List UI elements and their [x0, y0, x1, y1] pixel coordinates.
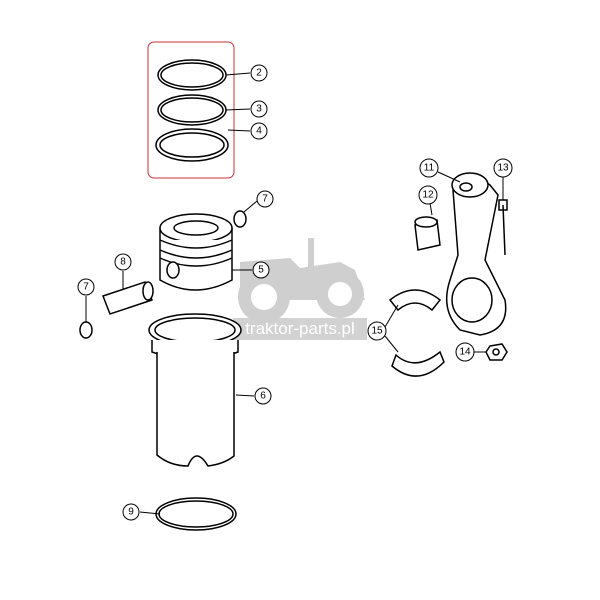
svg-text:14: 14: [459, 347, 471, 358]
svg-text:2: 2: [256, 68, 262, 79]
svg-text:13: 13: [497, 163, 509, 174]
callout-6[interactable]: 6: [254, 387, 272, 405]
callout-12[interactable]: 12: [418, 185, 438, 205]
svg-text:11: 11: [424, 163, 435, 174]
svg-text:3: 3: [256, 104, 262, 115]
o-ring[interactable]: [155, 497, 237, 531]
callout-11[interactable]: 11: [419, 158, 439, 178]
rod-bolt[interactable]: [498, 199, 508, 256]
callout-8[interactable]: 8: [114, 253, 132, 271]
callout-13[interactable]: 13: [493, 158, 513, 178]
svg-text:9: 9: [128, 507, 134, 518]
small-end-bushing[interactable]: [414, 216, 441, 251]
svg-text:6: 6: [260, 391, 266, 402]
svg-text:15: 15: [371, 326, 383, 337]
callout-3[interactable]: 3: [250, 100, 268, 118]
svg-text:7: 7: [262, 194, 268, 205]
svg-text:8: 8: [120, 257, 126, 268]
connecting-rod[interactable]: [445, 172, 507, 336]
piston-ring-3[interactable]: [157, 94, 227, 126]
svg-text:4: 4: [256, 126, 262, 137]
piston-ring-2[interactable]: [157, 59, 227, 91]
snap-ring-right[interactable]: [233, 210, 247, 228]
callout-5[interactable]: 5: [252, 261, 270, 279]
watermark-text: traktor-parts.pl: [233, 318, 367, 340]
piston-pin[interactable]: [102, 281, 154, 315]
cylinder-liner[interactable]: [148, 313, 242, 467]
callout-14[interactable]: 14: [455, 342, 475, 362]
callout-9[interactable]: 9: [122, 503, 140, 521]
rod-bearing-shells[interactable]: [388, 289, 445, 377]
callout-15[interactable]: 15: [367, 321, 387, 341]
piston-ring-4[interactable]: [155, 128, 229, 162]
callout-2[interactable]: 2: [250, 64, 268, 82]
callout-4[interactable]: 4: [250, 122, 268, 140]
svg-text:5: 5: [258, 265, 264, 276]
piston[interactable]: [159, 213, 233, 291]
rod-nut[interactable]: [485, 343, 508, 361]
callout-7-right[interactable]: 7: [256, 190, 274, 208]
snap-ring-left[interactable]: [79, 321, 93, 339]
svg-text:12: 12: [422, 190, 434, 201]
svg-text:7: 7: [83, 282, 89, 293]
watermark-tractor-logo: [238, 238, 365, 323]
callout-7-left[interactable]: 7: [77, 278, 95, 296]
